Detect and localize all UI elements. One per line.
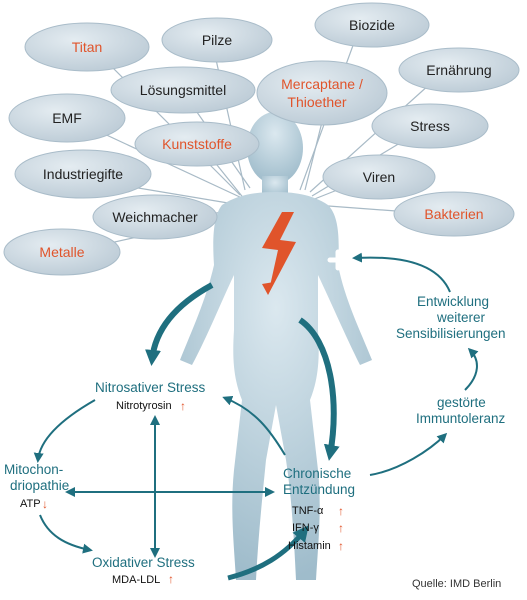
curved-arrow-right: [298, 317, 340, 461]
bubble-industriegifte: [14, 149, 152, 199]
marker-atp: ATP: [20, 498, 41, 510]
down-arrow-icon: ↓: [42, 497, 48, 511]
bubble-metalle: [3, 228, 121, 276]
marker-ifn-gamma: IFN-γ: [292, 522, 319, 534]
bubble-emf: [8, 93, 126, 143]
marker-histamin: Histamin: [288, 540, 331, 552]
bubble-kunststoffe: [134, 121, 260, 167]
human-silhouette: [180, 112, 372, 580]
bubble-label-mercaptane: Mercaptane /: [281, 76, 363, 92]
node-immuntoleranz-line2: Immuntoleranz: [416, 411, 506, 426]
marker-tnf-alpha: TNF-α: [292, 505, 324, 517]
bubble-stress: [371, 103, 489, 149]
node-entwicklung-line2: weiterer: [437, 310, 486, 325]
node-oxidativer-stress: Oxidativer Stress: [92, 555, 195, 570]
node-nitrosativer-stress: Nitrosativer Stress: [95, 380, 206, 395]
node-immuntoleranz-line1: gestörte: [437, 395, 486, 410]
bubble-label-titan: Titan: [71, 39, 103, 55]
bubble-ernaehrung: [398, 47, 520, 93]
bubble-viren: [322, 154, 436, 200]
bubble-label-bakterien: Bakterien: [424, 206, 484, 222]
marker-mda-ldl: MDA-LDL: [112, 574, 161, 586]
up-arrow-icon: ↑: [168, 572, 174, 586]
bubble-bakterien: [393, 191, 515, 237]
bubble-label-metalle: Metalle: [39, 244, 85, 260]
bubble-biozide: [314, 2, 430, 48]
bubble-label-thioether: Thioether: [287, 94, 347, 110]
bubble-loesungsmittel: [110, 66, 256, 114]
source-credit: Quelle: IMD Berlin: [412, 578, 502, 590]
bubble-label-loesungsmittel: Lösungsmittel: [139, 82, 227, 98]
bubble-label-biozide: Biozide: [349, 17, 395, 33]
node-entwicklung-line3: Sensibilisierungen: [396, 326, 506, 341]
marker-nitrotyrosin: Nitrotyrosin: [116, 400, 172, 412]
bubble-label-industriegifte: Industriegifte: [42, 166, 124, 182]
up-arrow-icon: ↑: [180, 399, 186, 413]
node-mitochondriopathie-line1: Mitochon-: [4, 462, 64, 477]
bubble-pilze: [161, 17, 273, 63]
node-chronische-line2: Entzündung: [283, 482, 356, 497]
cycle-arrows: [33, 252, 479, 558]
lightning-icon: [262, 212, 296, 295]
bubble-label-ernaehrung: Ernährung: [426, 62, 492, 78]
bubble-label-weichmacher: Weichmacher: [112, 209, 198, 225]
curved-arrow-bottom: [227, 525, 309, 581]
up-arrow-icon: ↑: [338, 504, 344, 518]
bubble-label-stress: Stress: [410, 118, 450, 134]
bubble-label-kunststoffe: Kunststoffe: [162, 136, 232, 152]
node-mitochondriopathie-line2: driopathie: [10, 478, 70, 493]
bubble-weichmacher: [92, 194, 218, 240]
bubble-shapes: [3, 2, 520, 276]
bubble-label-pilze: Pilze: [201, 32, 233, 48]
plus-icon: [327, 249, 349, 271]
bubble-titan: [24, 22, 150, 72]
node-entwicklung-line1: Entwicklung: [417, 294, 490, 309]
bubble-label-viren: Viren: [362, 169, 396, 185]
node-chronische-line1: Chronische: [283, 466, 352, 481]
curved-arrow-left: [145, 282, 214, 366]
bubble-label-emf: EMF: [52, 110, 82, 126]
up-arrow-icon: ↑: [338, 521, 344, 535]
up-arrow-icon: ↑: [338, 539, 344, 553]
bubble-mercaptane: [256, 60, 388, 126]
